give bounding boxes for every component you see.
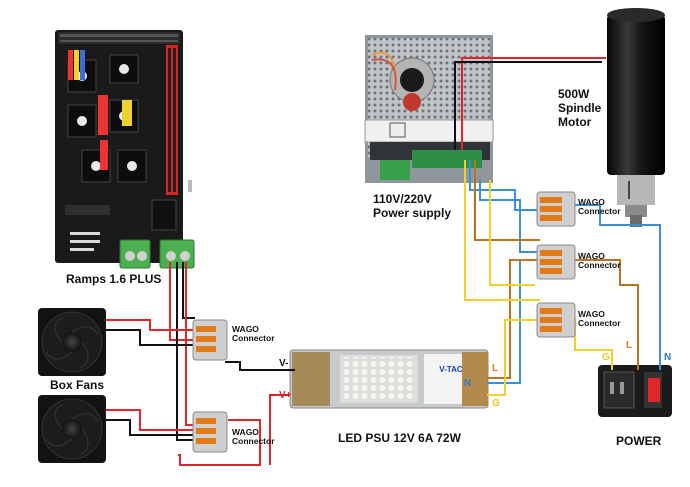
wago-label-ac-1-line1: WAGO	[578, 197, 605, 207]
wago-label-ac-2: WAGO Connector	[578, 251, 621, 271]
terminal-n-label: N	[464, 378, 472, 389]
wago-ac-1	[536, 191, 576, 227]
ramps-board	[55, 30, 195, 269]
box-fan-bottom	[38, 395, 106, 463]
wago-label-ac-3: WAGO Connector	[578, 309, 621, 329]
power-supply-label-line2: Power supply	[373, 205, 452, 220]
wago-label-ramps: WAGO Connector	[232, 324, 275, 344]
socket-n-label: N	[664, 352, 672, 363]
jumpers	[68, 50, 132, 170]
wago-fans	[192, 411, 228, 453]
wago-label-ramps-line1: WAGO	[232, 324, 259, 334]
spindle-label-line3: Motor	[558, 114, 592, 129]
wago-label-fans-line1: WAGO	[232, 427, 259, 437]
v-plus-label: V+	[279, 390, 292, 401]
stepper-drivers	[67, 54, 147, 183]
power-label: POWER	[616, 434, 662, 448]
power-supply-label: 110V/220V Power supply	[373, 192, 452, 221]
v-minus-label: V-	[279, 358, 289, 369]
led-psu: V-TAC	[289, 349, 489, 409]
wago-label-ac-1: WAGO Connector	[578, 197, 621, 217]
power-supply-label-line1: 110V/220V	[373, 192, 432, 206]
wago-label-ac-2-line2: Connector	[578, 260, 621, 271]
spindle-label: 500W Spindle Motor	[558, 87, 602, 129]
wires	[106, 57, 661, 466]
power-terminals	[119, 239, 195, 269]
terminal-l-label: L	[492, 363, 499, 374]
wago-label-ramps-line2: Connector	[232, 333, 275, 344]
spindle-label-line2: Spindle	[558, 100, 602, 115]
ramps-label: Ramps 1.6 PLUS	[66, 272, 162, 286]
led-psu-label: LED PSU 12V 6A 72W	[338, 431, 461, 445]
wago-ac-3	[536, 302, 576, 338]
wago-ac-2	[536, 244, 576, 280]
wago-label-ac-3-line1: WAGO	[578, 309, 605, 319]
power-socket	[598, 365, 672, 417]
wago-label-ac-3-line2: Connector	[578, 318, 621, 329]
wago-label-ac-1-line2: Connector	[578, 206, 621, 217]
wago-label-ac-2-line1: WAGO	[578, 251, 605, 261]
wago-label-fans: WAGO Connector	[232, 427, 275, 447]
wago-label-fans-line2: Connector	[232, 436, 275, 447]
box-fans-label: Box Fans	[50, 378, 105, 392]
box-fan-top	[38, 308, 106, 376]
spindle-motor	[607, 8, 665, 227]
socket-g-label: G	[602, 352, 610, 363]
vtac-brand: V-TAC	[439, 365, 463, 374]
spindle-label-line1: 500W	[558, 87, 590, 101]
terminal-g-label: G	[492, 398, 500, 409]
wago-ramps	[192, 319, 228, 361]
socket-l-label: L	[626, 340, 633, 351]
